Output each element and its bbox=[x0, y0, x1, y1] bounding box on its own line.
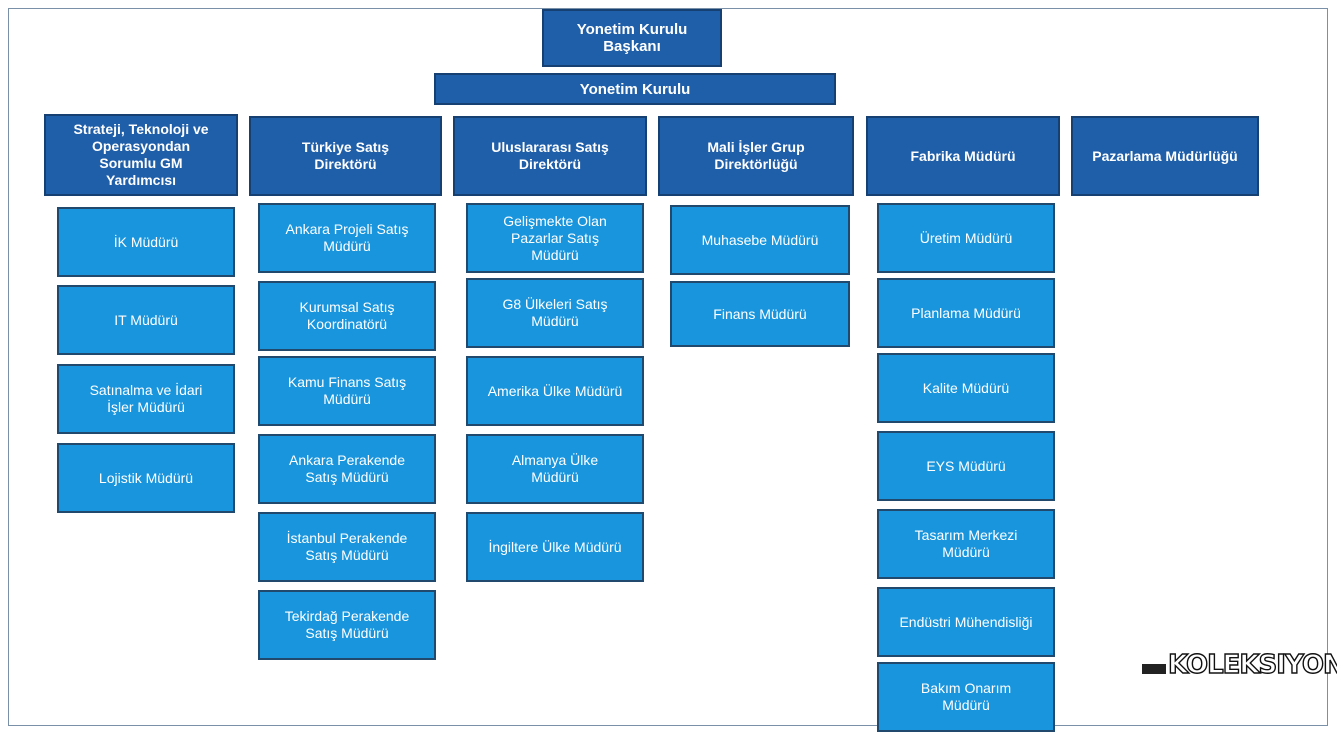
department-head-box: Uluslararası Satış Direktörü bbox=[453, 116, 647, 196]
manager-box: Finans Müdürü bbox=[670, 281, 850, 347]
manager-box: Bakım Onarım Müdürü bbox=[877, 662, 1055, 732]
manager-box: Lojistik Müdürü bbox=[57, 443, 235, 513]
manager-box: IT Müdürü bbox=[57, 285, 235, 355]
manager-box: Muhasebe Müdürü bbox=[670, 205, 850, 275]
manager-box: İstanbul Perakende Satış Müdürü bbox=[258, 512, 436, 582]
department-head-box: Fabrika Müdürü bbox=[866, 116, 1060, 196]
manager-box: Kalite Müdürü bbox=[877, 353, 1055, 423]
logo-bar-icon bbox=[1142, 664, 1166, 674]
manager-box: Üretim Müdürü bbox=[877, 203, 1055, 273]
manager-box: G8 Ülkeleri Satış Müdürü bbox=[466, 278, 644, 348]
chart-frame bbox=[8, 8, 1328, 726]
manager-box: İK Müdürü bbox=[57, 207, 235, 277]
department-head-box: Pazarlama Müdürlüğü bbox=[1071, 116, 1259, 196]
manager-box: Satınalma ve İdari İşler Müdürü bbox=[57, 364, 235, 434]
manager-box: Endüstri Mühendisliği bbox=[877, 587, 1055, 657]
manager-box: Tekirdağ Perakende Satış Müdürü bbox=[258, 590, 436, 660]
manager-box: Tasarım Merkezi Müdürü bbox=[877, 509, 1055, 579]
department-head-box: Türkiye Satış Direktörü bbox=[249, 116, 442, 196]
department-head-box: Strateji, Teknoloji ve Operasyondan Soru… bbox=[44, 114, 238, 196]
manager-box: İngiltere Ülke Müdürü bbox=[466, 512, 644, 582]
manager-box: EYS Müdürü bbox=[877, 431, 1055, 501]
board-box: Yonetim Kurulu bbox=[434, 73, 836, 105]
manager-box: Gelişmekte Olan Pazarlar Satış Müdürü bbox=[466, 203, 644, 273]
department-head-box: Mali İşler Grup Direktörlüğü bbox=[658, 116, 854, 196]
board-president-box: Yonetim Kurulu Başkanı bbox=[542, 9, 722, 67]
manager-box: Ankara Perakende Satış Müdürü bbox=[258, 434, 436, 504]
manager-box: Amerika Ülke Müdürü bbox=[466, 356, 644, 426]
manager-box: Ankara Projeli Satış Müdürü bbox=[258, 203, 436, 273]
manager-box: Almanya Ülke Müdürü bbox=[466, 434, 644, 504]
koleksiyon-logo: KOLEKSIYON bbox=[1142, 649, 1337, 681]
manager-box: Kurumsal Satış Koordinatörü bbox=[258, 281, 436, 351]
manager-box: Kamu Finans Satış Müdürü bbox=[258, 356, 436, 426]
manager-box: Planlama Müdürü bbox=[877, 278, 1055, 348]
logo-text: KOLEKSIYON bbox=[1167, 649, 1337, 680]
